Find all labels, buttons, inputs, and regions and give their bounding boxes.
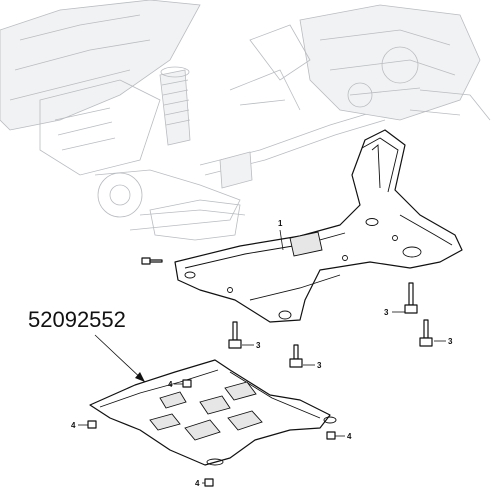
callout-bolt-4-right: 4 (347, 432, 352, 441)
bolt-3-upper (404, 282, 418, 314)
background-vehicle-structure (0, 0, 491, 241)
callout-bolt-4-bottom: 4 (195, 479, 200, 488)
callout-bolt-3-middle: 3 (317, 361, 322, 370)
bolt-4-left (87, 420, 97, 429)
front-crossmember (174, 129, 463, 323)
callout-bolt-4-left: 4 (71, 421, 76, 430)
bolt-3-middle (289, 344, 303, 368)
bolt-4-right (326, 431, 336, 440)
skid-plate (89, 359, 337, 466)
stud-top-left (141, 257, 163, 265)
bolt-3-left (228, 321, 242, 349)
callout-bolt-3-lower-right: 3 (448, 337, 453, 346)
callout-bolt-4-top: 4 (168, 380, 173, 389)
callout-crossmember: 1 (278, 219, 283, 228)
leader-lines (78, 229, 446, 484)
part-number-label: 52092552 (28, 307, 126, 332)
bolt-4-bottom (204, 478, 214, 487)
callout-bolt-3-left: 3 (256, 341, 261, 350)
callout-bolt-3-upper: 3 (384, 308, 389, 317)
bolt-3-lower-right (419, 319, 433, 347)
bolt-4-top (182, 379, 192, 388)
